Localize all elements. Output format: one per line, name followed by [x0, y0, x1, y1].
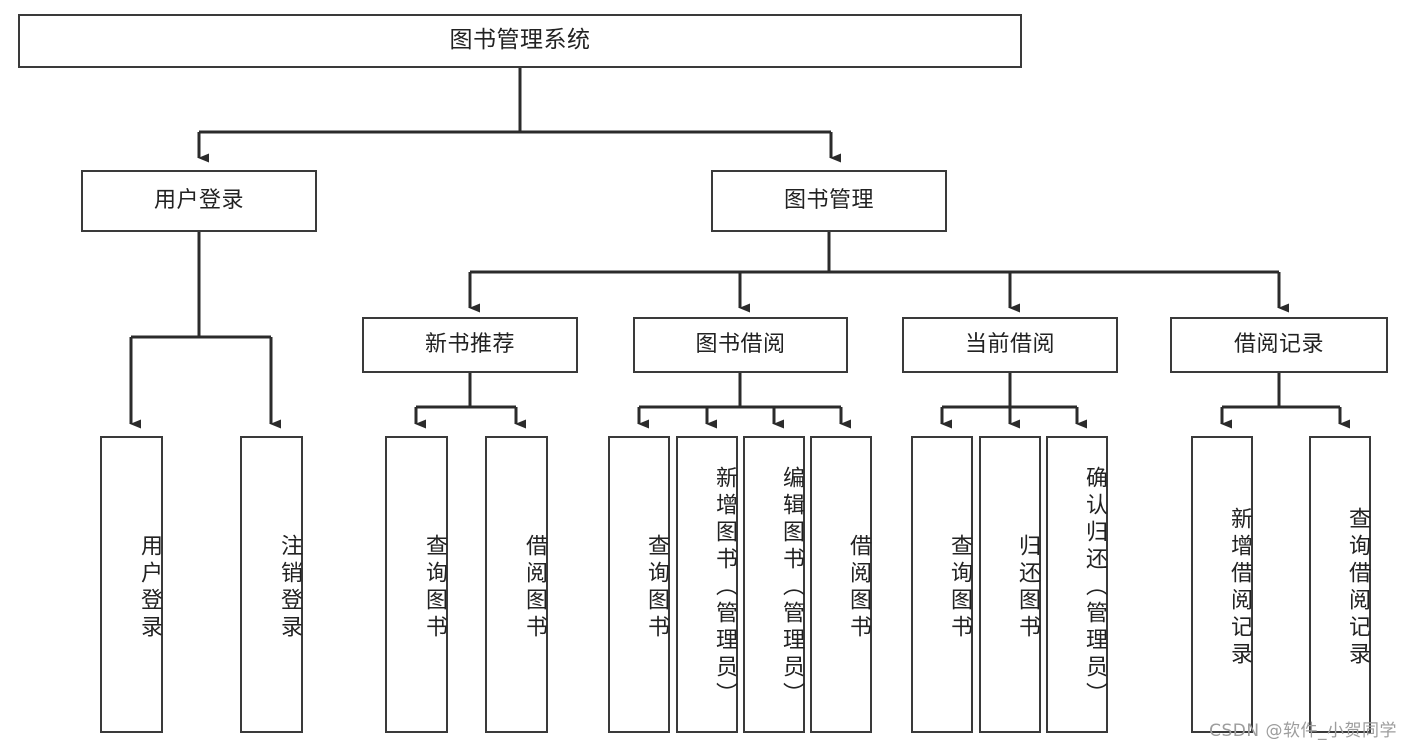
node-book-borrow[interactable]: 图书借阅: [633, 317, 848, 373]
leaf-add-book-admin[interactable]: 新增图书（管理员）: [676, 436, 738, 733]
leaf-add-borrow-record[interactable]: 新增借阅记录: [1191, 436, 1253, 733]
node-current-borrow[interactable]: 当前借阅: [902, 317, 1118, 373]
node-root-library-system[interactable]: 图书管理系统: [18, 14, 1022, 68]
node-book-management[interactable]: 图书管理: [711, 170, 947, 232]
node-label: 图书借阅: [695, 331, 786, 357]
node-label: 用户登录: [153, 187, 244, 213]
node-label: 图书管理: [783, 187, 874, 213]
leaf-confirm-return-admin[interactable]: 确认归还（管理员）: [1046, 436, 1108, 733]
node-label: 编辑图书（管理员）: [779, 466, 804, 709]
node-new-book-recommend[interactable]: 新书推荐: [362, 317, 578, 373]
node-label: 图书管理系统: [449, 27, 591, 54]
leaf-logout[interactable]: 注销登录: [240, 436, 303, 733]
node-label: 归还图书: [1015, 533, 1040, 642]
leaf-return-book[interactable]: 归还图书: [979, 436, 1041, 733]
node-label: 新增借阅记录: [1227, 506, 1252, 669]
node-label: 借阅图书: [846, 533, 871, 642]
node-label: 借阅图书: [522, 533, 547, 642]
node-label: 查询借阅记录: [1345, 506, 1370, 669]
node-label: 当前借阅: [964, 331, 1055, 357]
node-label: 借阅记录: [1233, 331, 1324, 357]
node-label: 确认归还（管理员）: [1082, 466, 1107, 709]
node-label: 查询图书: [947, 533, 972, 642]
leaf-query-book-current[interactable]: 查询图书: [911, 436, 973, 733]
leaf-user-login[interactable]: 用户登录: [100, 436, 163, 733]
leaf-borrow-book[interactable]: 借阅图书: [810, 436, 872, 733]
leaf-edit-book-admin[interactable]: 编辑图书（管理员）: [743, 436, 805, 733]
leaf-borrow-book-recommend[interactable]: 借阅图书: [485, 436, 548, 733]
node-label: 查询图书: [644, 533, 669, 642]
node-borrow-record[interactable]: 借阅记录: [1170, 317, 1388, 373]
node-label: 注销登录: [277, 533, 302, 642]
leaf-query-book-recommend[interactable]: 查询图书: [385, 436, 448, 733]
leaf-query-borrow-record[interactable]: 查询借阅记录: [1309, 436, 1371, 733]
node-user-login[interactable]: 用户登录: [81, 170, 317, 232]
watermark-text: CSDN @软件_小贺同学: [1209, 721, 1397, 741]
node-label: 查询图书: [422, 533, 447, 642]
leaf-query-book-borrow[interactable]: 查询图书: [608, 436, 670, 733]
node-label: 用户登录: [137, 533, 162, 642]
node-label: 新增图书（管理员）: [712, 466, 737, 709]
node-label: 新书推荐: [424, 331, 515, 357]
